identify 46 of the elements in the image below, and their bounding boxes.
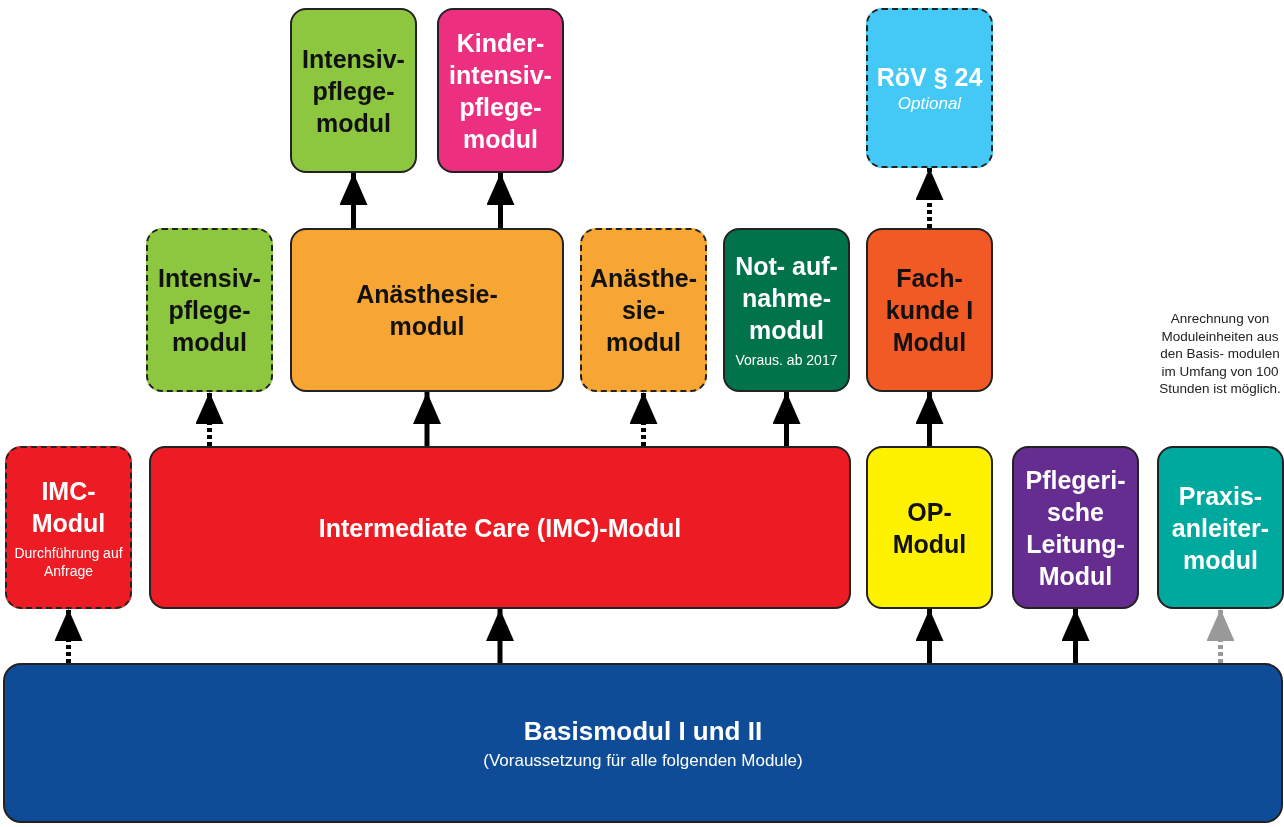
module-box [437,8,564,173]
module-title: Anästhe- sie- modul [589,263,698,358]
arrow [915,168,944,228]
module-title: Intermediate Care (IMC)-Modul [318,512,682,544]
module-title: Anästhesie- modul [355,279,499,342]
module-title: Intensiv- pflege- modul [157,263,262,358]
arrow [339,173,368,228]
module-box [290,8,417,173]
module-box [290,228,564,392]
module-title: Not- auf- nahme- modul [734,251,839,347]
module-box [149,446,851,609]
module-box [1157,446,1284,609]
module-box [5,446,132,609]
arrow [915,392,944,446]
module-box [866,228,993,392]
module-title: OP- Modul [891,496,968,560]
note-text: Anrechnung von Moduleinheiten aus den Basis- modulen im Umfang von 100 Stunden ist möglich. [1158,310,1282,398]
module-box [1012,446,1139,609]
module-box [723,228,850,392]
arrow [54,609,83,663]
module-title: Praxis- anleiter- modul [1170,480,1271,576]
arrow [772,392,801,446]
module-title: Basismodul I und II [523,714,763,748]
arrow [413,392,441,446]
module-title: RöV § 24 [876,62,983,94]
module-title: Kinder- intensiv- pflege- modul [448,27,553,155]
module-title: Fach- kunde I Modul [884,263,975,358]
module-box [866,446,993,609]
arrow [195,392,224,446]
module-box [146,228,273,392]
arrow [1061,609,1090,663]
module-note: Optional [897,93,962,115]
module-title: IMC- Modul [30,476,107,539]
arrow [629,392,658,446]
module-note: Voraus. ab 2017 [735,352,838,370]
arrow [1206,609,1235,663]
arrow [486,609,514,663]
arrow [915,609,944,663]
module-box [866,8,993,168]
module-note: (Voraussetzung für alle folgenden Module) [483,750,803,772]
arrow [486,173,515,228]
module-title: Intensiv- pflege- modul [301,43,406,139]
module-box [3,663,1283,823]
module-note: Durchführung auf Anfrage [13,545,124,580]
module-title: Pflegeri- sche Leitung- Modul [1024,464,1127,592]
module-box [580,228,707,392]
